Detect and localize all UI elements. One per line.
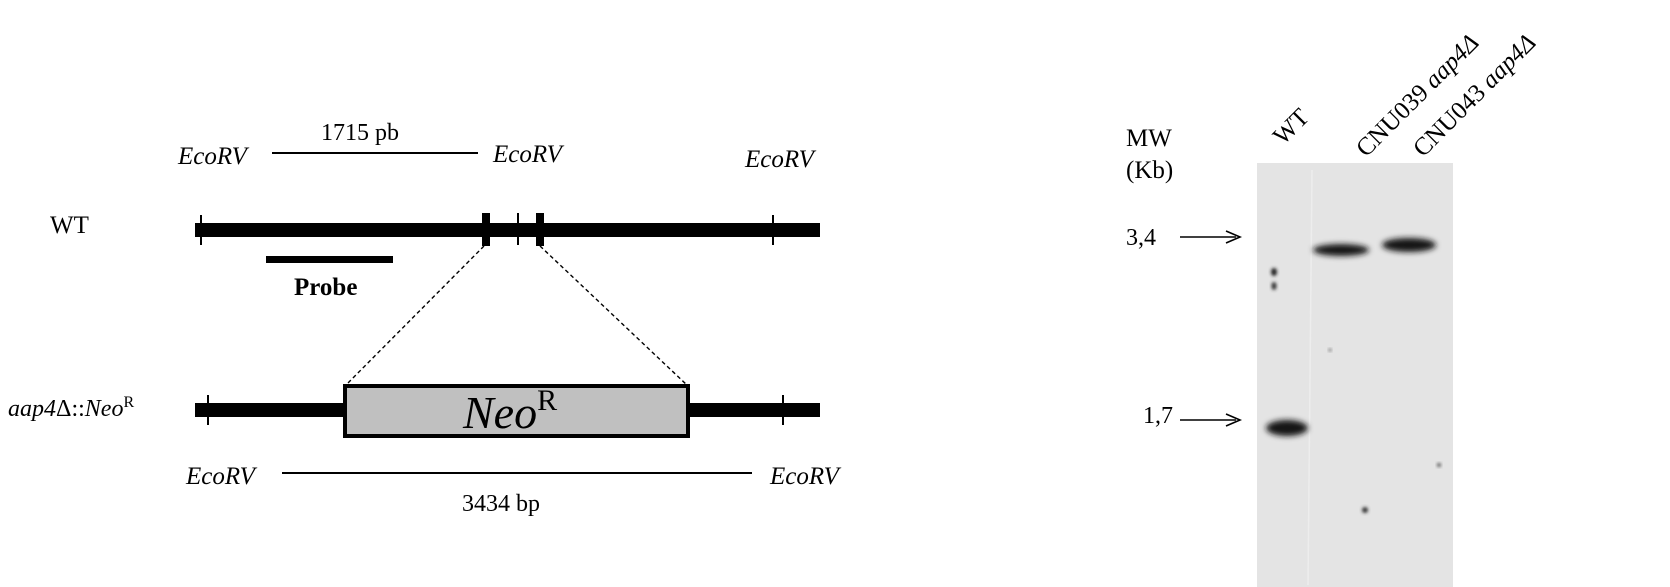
marker-label-1-7: 1,7 (1143, 403, 1173, 429)
lane-label-wt-text: WT (1268, 104, 1315, 151)
lane-label-cnu043-suffix: aap4Δ (1476, 29, 1541, 94)
wt-locus: WT 1715 pb EcoRV EcoRV EcoRV Probe (50, 120, 820, 301)
mutant-chromosome-bar-left (195, 403, 345, 417)
lane-label-wt: WT (1268, 104, 1315, 151)
neo-cassette-label: NeoR (462, 384, 557, 438)
neo-cassette-label-text: Neo (462, 387, 537, 438)
blot-smear-1 (1271, 268, 1277, 276)
replacement-line-left (344, 245, 485, 387)
band-wt-1-7kb (1266, 420, 1308, 436)
mutant-ecorv-label-1: EcoRV (185, 463, 258, 490)
band-cnu043-3-4kb (1382, 238, 1436, 252)
marker-arrow-3-4-head (1225, 230, 1243, 244)
neo-cassette-box (343, 384, 690, 438)
mutant-label-neo: Neo (84, 396, 124, 422)
wt-chromosome-bar (195, 223, 820, 237)
replacement-line-right (539, 245, 689, 387)
mutant-label-delta: Δ (56, 396, 71, 422)
wt-gene-boundary-left (482, 213, 490, 246)
wt-fragment-size-label: 1715 pb (321, 120, 399, 146)
blot-smear-2 (1271, 282, 1277, 290)
mutant-ecorv-label-2: EcoRV (769, 463, 842, 490)
marker-arrow-1-7-head (1225, 413, 1243, 427)
mutant-label: aap4Δ::NeoR (8, 394, 134, 422)
blot-speck-1 (1362, 507, 1368, 513)
blot-speck-2 (1437, 463, 1441, 467)
probe-bar (266, 256, 393, 263)
neo-cassette-label-sup: R (537, 384, 557, 417)
mutant-fragment-size-label: 3434 bp (462, 491, 540, 517)
probe-label: Probe (294, 274, 357, 301)
blot-speck-3 (1328, 348, 1332, 352)
mutant-label-sup: R (123, 394, 134, 411)
blot-membrane (1257, 163, 1453, 587)
mw-title: MW (1126, 125, 1172, 152)
wt-label: WT (50, 212, 89, 239)
lane-divider-faint (1307, 169, 1313, 586)
wt-ecorv-label-2: EcoRV (492, 141, 565, 168)
wt-ecorv-label-3: EcoRV (744, 146, 817, 173)
mw-unit: (Kb) (1126, 157, 1173, 184)
wt-gene-boundary-right (536, 213, 544, 246)
band-cnu039-3-4kb (1313, 244, 1369, 256)
mutant-label-gene: aap4 (8, 396, 56, 422)
southern-blot: MW (Kb) WT CNU039 aap4Δ CNU043 aap4Δ 3,4… (1126, 29, 1541, 587)
wt-ecorv-label-1: EcoRV (177, 143, 250, 170)
restriction-map: WT 1715 pb EcoRV EcoRV EcoRV Probe aap4Δ… (8, 120, 842, 517)
marker-label-3-4: 3,4 (1126, 225, 1156, 251)
mutant-locus: aap4Δ::NeoR NeoR EcoRV EcoRV 3434 bp (8, 384, 842, 517)
mutant-label-sep: :: (71, 396, 84, 422)
mutant-chromosome-bar-right (688, 403, 820, 417)
